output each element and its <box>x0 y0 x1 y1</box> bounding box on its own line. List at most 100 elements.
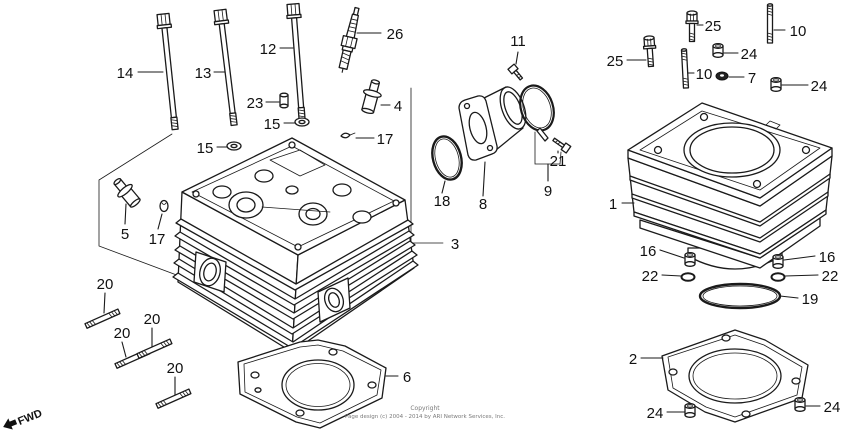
part-2-base-gasket <box>661 329 809 423</box>
leader-16a <box>659 249 685 259</box>
callout-15a[interactable]: 15 <box>264 116 281 133</box>
part-7-washer-shape <box>720 74 724 77</box>
part-3-cylinder-head-shape <box>175 218 414 291</box>
callout-10a[interactable]: 10 <box>790 23 807 40</box>
part-2-base-gasket-shape <box>791 377 801 385</box>
part-24-dowel-c <box>684 403 696 418</box>
callout-11[interactable]: 11 <box>510 33 526 50</box>
part-3-cylinder-head-shape <box>392 199 400 207</box>
part-17-clip-b-shape <box>159 199 169 213</box>
callout-14[interactable]: 14 <box>117 65 134 82</box>
callout-16b[interactable]: 16 <box>819 249 836 266</box>
callout-24c[interactable]: 24 <box>647 405 664 422</box>
part-11-screw-shape <box>515 73 522 79</box>
part-26-spark-plug-shape <box>345 36 349 47</box>
part-8-insulator <box>458 86 527 161</box>
part-20-stud-d <box>155 388 192 409</box>
part-24-dowel-a <box>712 43 724 58</box>
callout-17a[interactable]: 17 <box>377 131 394 148</box>
callout-20d[interactable]: 20 <box>167 360 184 377</box>
callout-13[interactable]: 13 <box>195 65 212 82</box>
callout-19[interactable]: 19 <box>802 291 819 308</box>
part-16-dowel-b <box>772 254 784 269</box>
part-17-clip-b <box>159 199 169 213</box>
part-9-band-shape <box>522 87 552 129</box>
callout-17b[interactable]: 17 <box>149 231 166 248</box>
callout-3[interactable]: 3 <box>451 236 459 253</box>
part-3-cylinder-head <box>172 137 419 353</box>
part-1-cylinder-shape <box>689 126 775 174</box>
callout-22a[interactable]: 22 <box>642 268 659 285</box>
part-21-screw-shape <box>552 137 566 149</box>
part-6-head-gasket-shape <box>328 348 338 356</box>
leader-18 <box>441 180 446 194</box>
callout-12[interactable]: 12 <box>260 41 277 58</box>
callout-23[interactable]: 23 <box>247 95 264 112</box>
part-5-valve-guide-shape <box>129 198 141 208</box>
part-22-o-ring-a <box>680 272 696 282</box>
part-3-cylinder-head-shape <box>254 169 274 183</box>
callout-10b[interactable]: 10 <box>696 66 713 83</box>
callout-18[interactable]: 18 <box>434 193 451 210</box>
callout-26[interactable]: 26 <box>387 26 404 43</box>
callout-24d[interactable]: 24 <box>824 399 841 416</box>
part-6-head-gasket-shape <box>367 381 377 389</box>
callout-16a[interactable]: 16 <box>640 243 657 260</box>
part-1-cylinder-shape <box>653 145 663 155</box>
callout-24b[interactable]: 24 <box>811 78 828 95</box>
part-15-washer-b <box>226 141 242 151</box>
part-26-spark-plug-shape <box>340 52 351 65</box>
part-2-base-gasket-shape <box>692 352 778 400</box>
callout-15b[interactable]: 15 <box>197 140 214 157</box>
part-3-cylinder-head-shape <box>352 210 372 224</box>
part-23-dowel-pin-shape <box>279 92 289 98</box>
part-3-cylinder-head-shape <box>285 185 299 195</box>
part-8-insulator-shape <box>486 144 494 152</box>
part-21-screw <box>552 137 572 154</box>
part-1-cylinder-shape <box>631 191 829 243</box>
part-2-base-gasket-shape <box>688 348 782 404</box>
callout-2[interactable]: 2 <box>629 351 637 368</box>
callout-21[interactable]: 21 <box>550 153 567 170</box>
part-26-spark-plug-shape <box>338 49 352 70</box>
callout-25a[interactable]: 25 <box>705 18 722 35</box>
callout-4[interactable]: 4 <box>394 98 402 115</box>
callout-8[interactable]: 8 <box>479 196 487 213</box>
leader-11 <box>515 51 519 65</box>
footer-credit: Copyright Page design (c) 2004 - 2014 by… <box>345 405 505 420</box>
callout-20b[interactable]: 20 <box>114 325 131 342</box>
part-26-spark-plug-shape <box>345 13 359 39</box>
callout-6[interactable]: 6 <box>403 369 411 386</box>
part-15-washer-a <box>294 117 310 127</box>
callout-22b[interactable]: 22 <box>822 268 839 285</box>
part-4-valve-guide <box>361 79 382 115</box>
callout-25b[interactable]: 25 <box>607 53 624 70</box>
part-9-band-shape <box>536 127 549 142</box>
part-3-cylinder-head-shape <box>212 185 232 199</box>
part-25-bolt-b <box>642 34 658 68</box>
part-3-cylinder-head-shape <box>269 149 326 177</box>
callouts: 14 13 12 26 23 4 15 15 17 5 17 3 18 8 11… <box>97 18 841 422</box>
callout-20a[interactable]: 20 <box>97 276 114 293</box>
callout-9[interactable]: 9 <box>544 183 552 200</box>
part-1-cylinder-shape <box>633 209 827 259</box>
part-6-head-gasket-shape <box>250 371 260 379</box>
bracket-left <box>98 133 223 293</box>
part-3-cylinder-head-shape <box>192 190 200 198</box>
part-2-base-gasket-shape <box>741 410 751 418</box>
part-19-o-ring-shape <box>698 282 782 310</box>
part-22-o-ring-b-shape <box>770 272 786 282</box>
part-5-valve-guide <box>113 177 141 208</box>
callout-7[interactable]: 7 <box>748 70 756 87</box>
part-17-clip-b-shape <box>161 202 167 205</box>
callout-5[interactable]: 5 <box>121 226 129 243</box>
part-4-valve-guide-shape <box>362 89 382 98</box>
part-20-stud-c <box>136 338 173 359</box>
callout-20c[interactable]: 20 <box>144 311 161 328</box>
callout-1[interactable]: 1 <box>609 196 617 213</box>
part-12-bolt <box>285 2 310 121</box>
part-25-bolt-a <box>685 10 699 43</box>
part-24-dowel-d <box>794 397 806 412</box>
callout-24a[interactable]: 24 <box>741 46 758 63</box>
